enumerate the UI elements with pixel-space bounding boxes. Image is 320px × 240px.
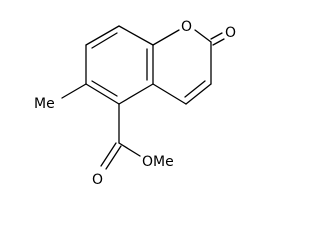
bond-ester-c-ome <box>118 142 141 157</box>
atom-label-ester-methoxy: OMe <box>142 154 174 170</box>
bond-o1-c2 <box>194 29 212 43</box>
bond-c6-methyl <box>61 83 87 99</box>
atom-label-ring-oxygen: O <box>181 19 192 35</box>
coumarin-structure-diagram: O O Me O OMe <box>34 19 236 188</box>
bond-c8-c7 <box>85 25 120 46</box>
bond-c8a-c8 <box>118 25 154 46</box>
atom-label-carbonyl-oxygen: O <box>225 25 236 41</box>
double-bond-inner-c8-c7 <box>91 32 118 49</box>
ester-group <box>100 103 141 170</box>
double-bond-inner-c3-c4 <box>184 80 206 98</box>
bond-ester-c-o-b <box>105 145 122 170</box>
bond-c6-c5 <box>85 83 120 105</box>
atom-label-ester-carbonyl-oxygen: O <box>92 172 103 188</box>
double-bond-inner-c6-c5 <box>91 80 118 97</box>
bond-c5-c4a <box>118 83 154 105</box>
bond-c8a-o1 <box>152 29 180 46</box>
bond-c2-carbonyl-o-a <box>210 32 223 40</box>
bond-ester-c-o-a <box>100 142 117 167</box>
bond-c4-c4a <box>152 83 187 105</box>
benzene-ring <box>85 25 154 105</box>
bond-c3-c4 <box>185 83 212 105</box>
bond-c2-carbonyl-o-b <box>212 38 225 46</box>
atom-label-methyl: Me <box>34 96 55 112</box>
pyrone-ring <box>152 29 225 105</box>
